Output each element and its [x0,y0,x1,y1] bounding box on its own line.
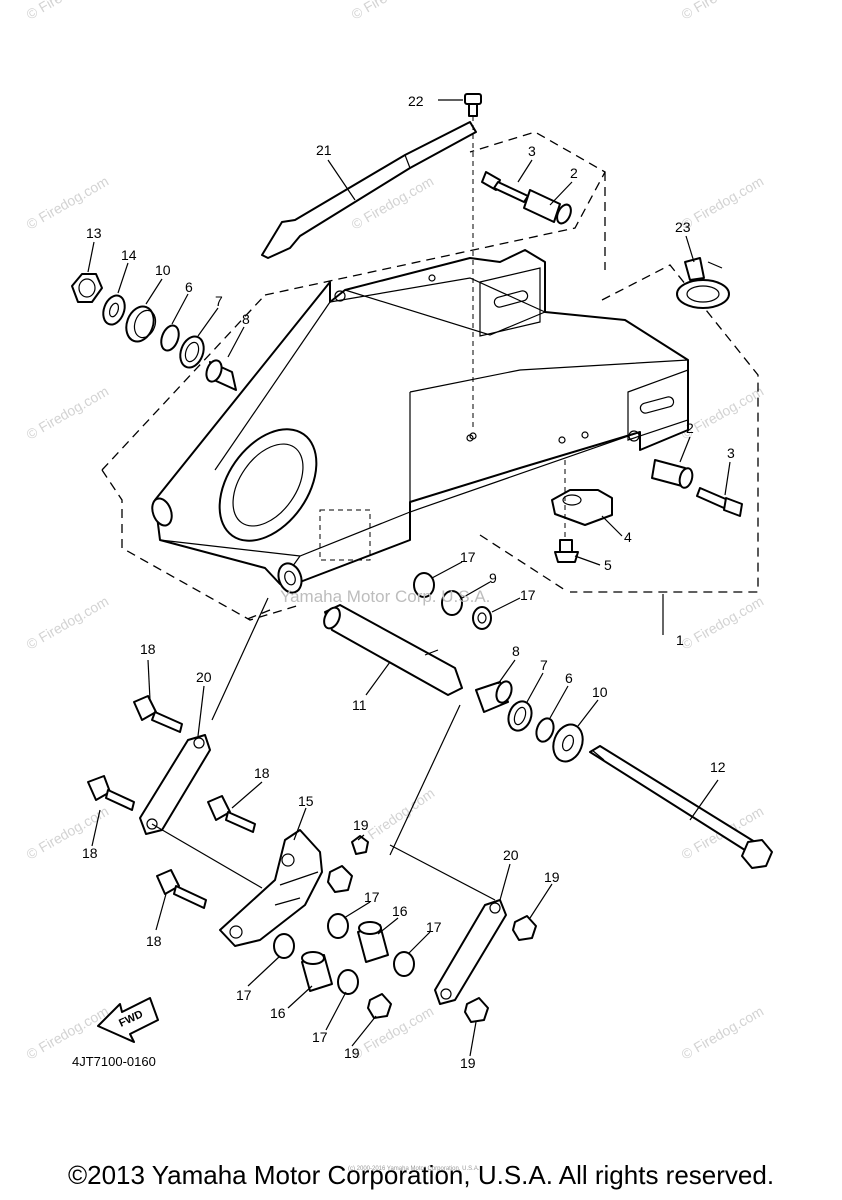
callout-18: 18 [254,765,270,781]
pivot-axle [589,745,773,869]
watermark: © Firedog.com [349,1003,437,1063]
callout-22: 22 [408,93,424,109]
pivot-shaft [323,604,463,696]
tiny-copyright-notice: (c) 2000-2016 Yamaha Motor Corporation, … [348,1166,480,1172]
callout-6: 6 [565,670,573,686]
callout-21: 21 [316,142,332,158]
watermark: © Firedog.com [349,0,437,23]
callout-16: 16 [270,1005,286,1021]
watermark: © Firedog.com [24,0,112,23]
pivot-stack-right [475,680,584,763]
callout-14: 14 [121,247,137,263]
callout-19: 19 [344,1045,360,1061]
callout-7: 7 [540,657,548,673]
callout-17: 17 [426,919,442,935]
bracket-bolt [554,539,579,563]
callout-19: 19 [353,817,369,833]
center-watermark: Yamaha Motor Corp. U.S.A. [280,587,490,606]
watermark: © Firedog.com [24,173,112,233]
chain-guide-bolt [464,93,482,440]
callout-17: 17 [520,587,536,603]
pivot-window [218,428,318,542]
assembly-outline [101,131,759,635]
watermark: © Firedog.com [679,593,767,653]
relay-collars [273,913,415,995]
bracket [551,460,613,545]
callout-7: 7 [215,293,223,309]
diagram-part-number: 4JT7100-0160 [72,1054,156,1069]
nuts [327,835,537,1023]
callout-16: 16 [392,903,408,919]
watermark: © Firedog.com [24,383,112,443]
callout-6: 6 [185,279,193,295]
connecting-rod-right [434,899,507,1005]
swingarm [151,249,689,594]
watermark: © Firedog.com [679,0,767,23]
callout-13: 13 [86,225,102,241]
callout-18: 18 [146,933,162,949]
callouts: 22 21 3 2 23 13 14 10 6 7 8 2 3 4 5 17 9… [82,93,735,1071]
callout-20: 20 [196,669,212,685]
fwd-arrow: FWD [97,997,159,1043]
chain-guide [261,121,477,259]
callout-10: 10 [592,684,608,700]
bolt-collar-top [481,171,572,225]
callout-17: 17 [312,1029,328,1045]
callout-19: 19 [544,869,560,885]
copyright-footer: ©2013 Yamaha Motor Corporation, U.S.A. A… [67,1160,775,1190]
watermark: © Firedog.com [679,1003,767,1063]
callout-17: 17 [460,549,476,565]
callout-9: 9 [489,570,497,586]
relay-arm [219,829,323,947]
callout-18: 18 [140,641,156,657]
callout-3: 3 [727,445,735,461]
callout-8: 8 [512,643,520,659]
watermark: © Firedog.com [24,593,112,653]
callout-23: 23 [675,219,691,235]
callout-2: 2 [570,165,578,181]
callout-20: 20 [503,847,519,863]
callout-12: 12 [710,759,726,775]
callout-4: 4 [624,529,632,545]
leader-lines [87,99,731,1057]
callout-5: 5 [604,557,612,573]
callout-10: 10 [155,262,171,278]
bolt-collar-right [651,459,743,517]
pivot-stack-left [71,273,237,391]
callout-2: 2 [686,420,694,436]
cable-clamp [676,257,730,309]
callout-11: 11 [352,697,367,713]
callout-15: 15 [298,793,314,809]
watermark: © Firedog.com [24,803,112,863]
callout-1: 1 [676,632,684,648]
link-lines [151,597,496,901]
callout-19: 19 [460,1055,476,1071]
callout-3: 3 [528,143,536,159]
callout-18: 18 [82,845,98,861]
connecting-rod-left [139,734,211,835]
callout-17: 17 [364,889,380,905]
collar-stack-center [413,572,492,630]
watermark-center: Firedog.com [365,785,438,843]
watermark: © Firedog.com [679,173,767,233]
callout-8: 8 [242,311,250,327]
relay-bolts [87,695,256,909]
callout-17: 17 [236,987,252,1003]
